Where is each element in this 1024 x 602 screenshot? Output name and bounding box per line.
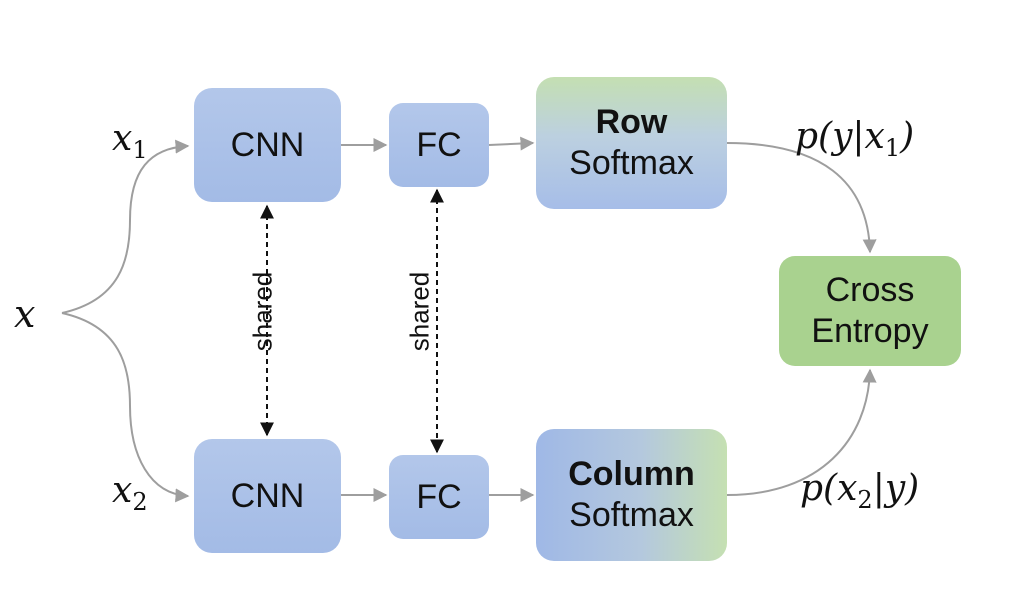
fc-box-bottom-label: FC (416, 477, 462, 516)
bottom-output-label: p(x2|y) (800, 468, 919, 514)
row-softmax-title: Row (595, 103, 668, 142)
shared-label-cnn: shared (247, 271, 278, 352)
input-x-label: x (14, 292, 36, 336)
bottom-output-pre: p(x (800, 468, 858, 509)
top-output-sub: 1 (884, 134, 901, 163)
row-softmax-text: Softmax (569, 144, 694, 182)
cross-entropy-line1: Cross (825, 271, 915, 310)
column-softmax-box: Column Softmax (536, 429, 727, 561)
branch-label-x1-sub: 1 (132, 136, 148, 165)
cnn-box-top-label: CNN (230, 125, 305, 164)
arrow-col-to-ce (726, 368, 877, 496)
column-softmax-title: Column (568, 455, 695, 494)
cross-entropy-box: Cross Entropy (779, 256, 961, 366)
branch-label-x2-main: x (112, 470, 133, 511)
cross-entropy-line2: Entropy (811, 312, 929, 350)
top-output-post: ) (900, 116, 915, 157)
cnn-box-bottom: CNN (194, 439, 341, 553)
branch-label-x2: x2 (112, 470, 148, 516)
arrow-row-to-ce (726, 142, 877, 254)
branch-label-x2-sub: 2 (132, 488, 148, 517)
cnn-box-bottom-label: CNN (230, 476, 305, 515)
row-softmax-box: Row Softmax (536, 77, 727, 209)
split-arrow-bottom (61, 312, 190, 503)
column-softmax-text: Softmax (569, 496, 694, 534)
fc-box-bottom: FC (389, 455, 489, 539)
branch-label-x1-main: x (112, 118, 133, 159)
shared-label-fc: shared (404, 271, 435, 352)
arrow-fc-softmax-top (488, 136, 535, 151)
bottom-output-sub: 2 (857, 486, 873, 515)
fc-box-top: FC (389, 103, 489, 187)
split-arrow-top (61, 139, 190, 314)
top-output-pre: p(y|x (795, 116, 885, 157)
fc-box-top-label: FC (416, 125, 462, 164)
top-output-label: p(y|x1) (795, 116, 914, 162)
branch-label-x1: x1 (112, 118, 148, 164)
cnn-box-top: CNN (194, 88, 341, 202)
bottom-output-post: |y) (872, 468, 920, 509)
